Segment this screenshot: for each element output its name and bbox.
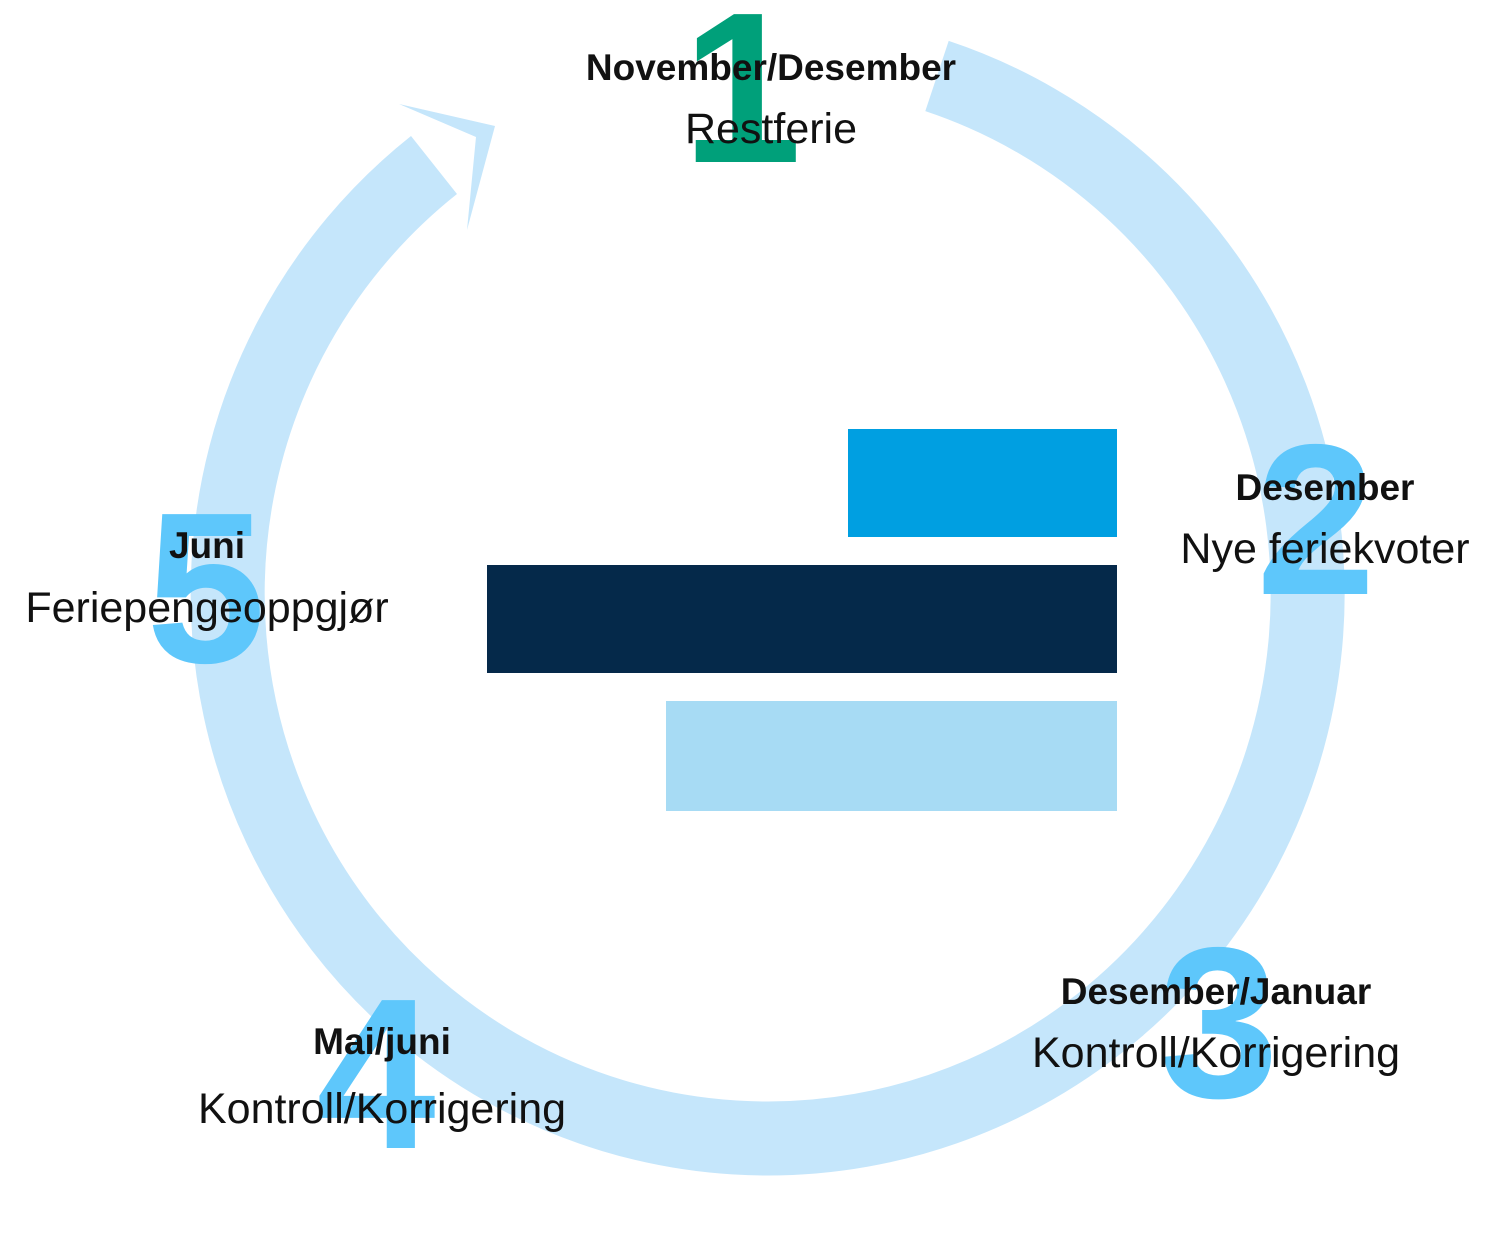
step-description-3: Kontroll/Korrigering [1032,1029,1400,1077]
step-description-4: Kontroll/Korrigering [198,1085,566,1133]
step-title-3: Desember/Januar [1061,971,1372,1012]
step-description-2: Nye feriekvoter [1180,525,1469,573]
logo-bar-bottom [666,701,1117,811]
step-description-1: Restferie [685,105,857,153]
logo [487,429,1117,811]
step-number-4: 4 [316,953,436,1194]
step-number-3: 3 [1159,902,1279,1143]
step-description-5: Feriepengeoppgjør [25,584,388,632]
cycle-ring-arc [190,40,1345,1176]
cycle-ring [190,40,1345,1176]
logo-bar-middle [487,565,1117,673]
step-title-1: November/Desember [586,47,956,88]
step-title-2: Desember [1236,467,1415,508]
cycle-arrowhead-icon [399,104,495,230]
step-3: 3 Desember/Januar Kontroll/Korrigering [1032,902,1400,1143]
step-1: 1 November/Desember Restferie [586,0,956,208]
step-4: 4 Mai/juni Kontroll/Korrigering [198,953,566,1194]
step-title-4: Mai/juni [313,1021,451,1062]
step-number-2: 2 [1256,399,1376,640]
step-title-5: Juni [169,525,245,566]
step-2: 2 Desember Nye feriekvoter [1180,399,1469,640]
step-number-1: 1 [682,0,802,208]
logo-bar-top [848,429,1117,537]
step-5: 5 Juni Feriepengeoppgjør [25,467,388,708]
step-number-5: 5 [146,467,266,708]
